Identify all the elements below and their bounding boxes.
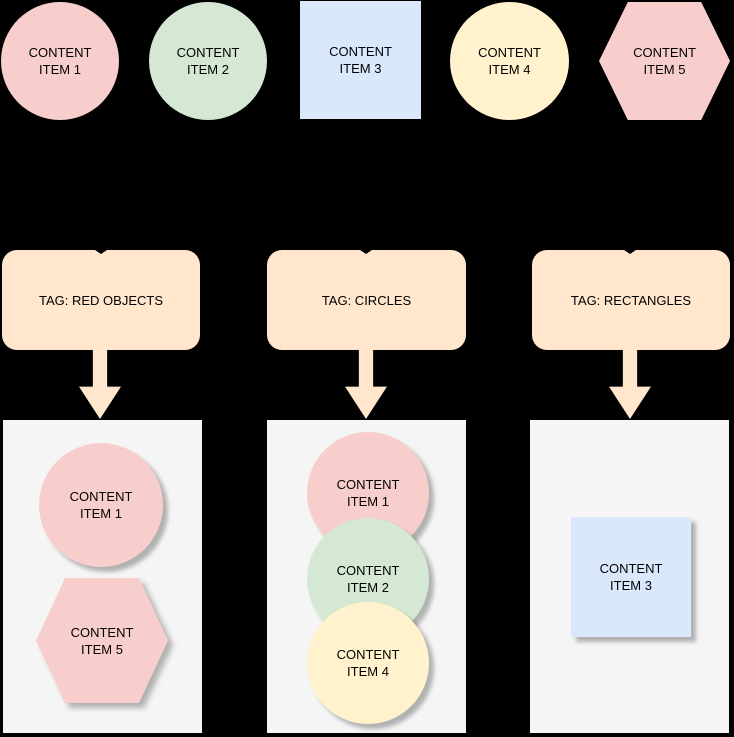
tag-rectangles-label: TAG: RECTANGLES [570,292,692,308]
content-item-1-node[interactable]: CONTENT ITEM 1 [1,2,119,120]
grouped-item-label: CONTENT ITEM 3 [599,561,663,593]
content-item-4-node[interactable]: CONTENT ITEM 4 [450,2,569,120]
tag-red-objects-node[interactable]: TAG: RED OBJECTS [2,250,200,350]
grouped-content-item-1[interactable]: CONTENT ITEM 1 [39,443,163,567]
tag-circles-label: TAG: CIRCLES [321,292,412,308]
grouped-item-label: CONTENT ITEM 1 [336,477,400,509]
connector-arrowhead-icon [360,250,372,254]
content-item-2-label: CONTENT ITEM 2 [176,45,240,77]
grouped-item-label: CONTENT ITEM 2 [336,563,400,595]
connector-arrowhead-icon [95,250,107,254]
content-item-4-label: CONTENT ITEM 4 [478,45,541,77]
tag-rectangles-node[interactable]: TAG: RECTANGLES [532,250,730,350]
content-item-3-label: CONTENT ITEM 3 [329,44,392,76]
tag-circles-node[interactable]: TAG: CIRCLES [267,250,466,350]
down-arrow-icon[interactable] [79,350,121,419]
grouped-item-label: CONTENT ITEM 5 [70,624,134,657]
content-item-3-node[interactable]: CONTENT ITEM 3 [300,1,421,119]
grouped-content-item-5[interactable]: CONTENT ITEM 5 [36,578,168,703]
down-arrow-icon[interactable] [609,350,651,419]
content-item-1-label: CONTENT ITEM 1 [28,45,92,77]
connector-arrowhead-icon [624,250,636,254]
grouped-item-label: CONTENT ITEM 4 [336,647,400,679]
down-arrow-icon[interactable] [345,350,387,419]
tag-red-objects-label: TAG: RED OBJECTS [39,292,163,308]
content-item-5-label: CONTENT ITEM 5 [633,45,696,77]
grouped-content-item-4[interactable]: CONTENT ITEM 4 [307,602,429,724]
grouped-item-label: CONTENT ITEM 1 [69,489,133,521]
content-item-5-node[interactable]: CONTENT ITEM 5 [599,2,730,120]
content-item-2-node[interactable]: CONTENT ITEM 2 [149,2,267,120]
grouped-content-item-3[interactable]: CONTENT ITEM 3 [571,517,691,637]
